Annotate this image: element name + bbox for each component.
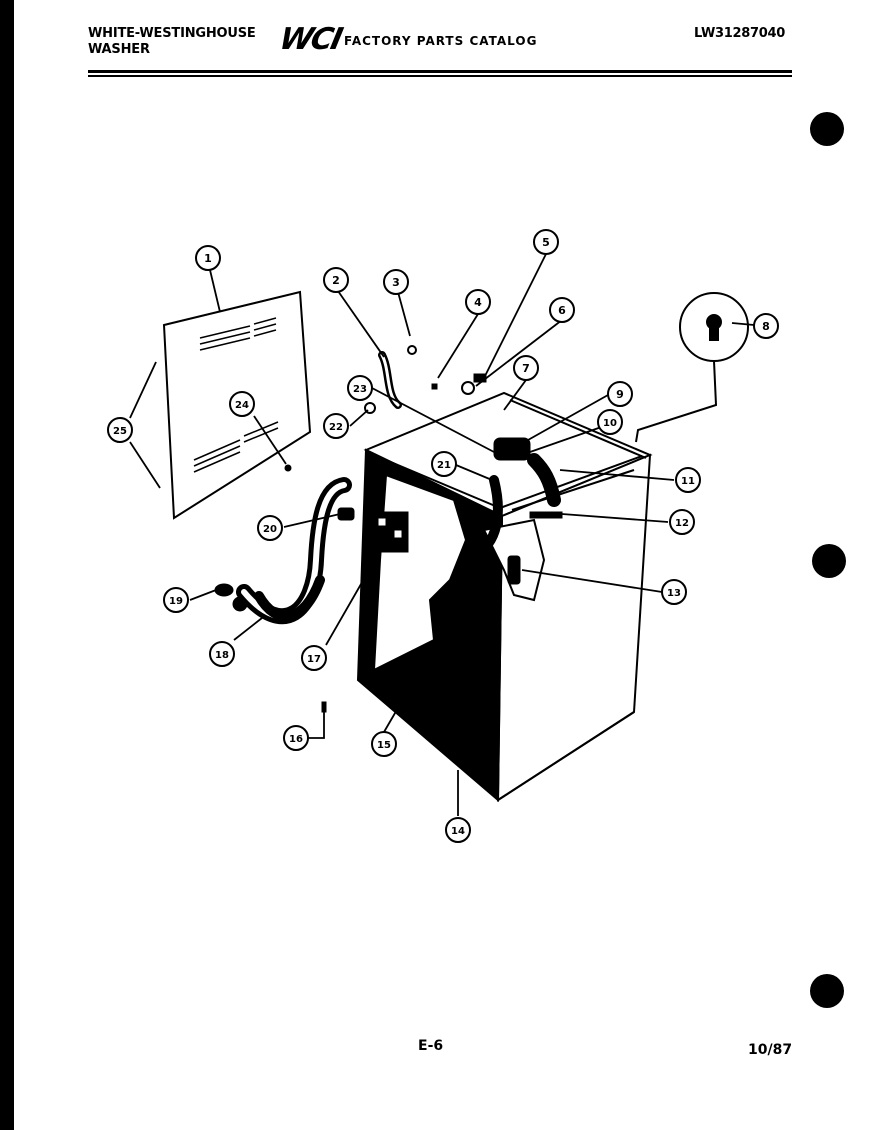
callout-circle-15 [371,731,397,757]
callout-circle-6 [549,297,575,323]
valve-inset [635,292,749,443]
callout-number-2: 2 [332,274,340,287]
punch-hole-top [810,112,844,146]
callout-circle-9 [607,381,633,407]
catalog-date: 10/87 [748,1042,793,1058]
punch-hole-bottom [810,974,844,1008]
brand-line-2: WASHER [88,42,150,57]
callout-circle-20 [257,515,283,541]
callout-circle-12 [669,509,695,535]
punch-hole-middle [812,544,846,578]
callout-circle-8 [753,313,779,339]
callout-number-20: 20 [263,524,277,535]
callout-number-14: 14 [451,826,465,837]
callout-circle-17 [301,645,327,671]
brand-line-1: WHITE-WESTINGHOUSE [88,26,256,41]
callout-number-24: 24 [235,400,249,411]
callout-number-11: 11 [681,476,695,487]
callout-number-8: 8 [762,320,770,333]
callout-number-1: 1 [204,252,212,265]
callout-circle-24 [229,391,255,417]
exploded-parts-diagram: 1234567891011121314151617181920212223242… [107,229,779,843]
small-parts [214,345,563,713]
header-rule-thin [88,75,792,77]
callout-number-15: 15 [377,740,391,751]
callout-number-16: 16 [289,734,303,745]
callout-number-13: 13 [667,588,681,599]
callout-circle-16 [283,725,309,751]
callout-circle-13 [661,579,687,605]
callout-circle-14 [445,817,471,843]
callout-circle-18 [209,641,235,667]
callout-circle-10 [597,409,623,435]
callout-number-4: 4 [474,296,482,309]
callout-number-6: 6 [558,304,566,317]
callout-circle-2 [323,267,349,293]
callout-circle-25 [107,417,133,443]
callout-circle-21 [431,451,457,477]
callout-circle-3 [383,269,409,295]
callout-circle-1 [195,245,221,271]
callout-circle-19 [163,587,189,613]
catalog-page: WHITE-WESTINGHOUSE WASHER WCI FACTORY PA… [14,0,880,1130]
page-number: E-6 [418,1038,444,1054]
callout-circle-4 [465,289,491,315]
catalog-title: FACTORY PARTS CATALOG [344,34,538,48]
callout-circle-11 [675,467,701,493]
callout-number-12: 12 [675,518,689,529]
callout-number-7: 7 [522,362,530,375]
callout-circle-23 [347,375,373,401]
callout-number-18: 18 [215,650,229,661]
header-rule-thick [88,70,792,73]
callout-circle-7 [513,355,539,381]
callout-number-21: 21 [437,460,451,471]
callout-circle-5 [533,229,559,255]
hose-drawing [236,351,561,625]
callout-number-9: 9 [616,388,624,401]
leader-lines [129,253,755,816]
callout-number-23: 23 [353,384,367,395]
callout-number-22: 22 [329,422,343,433]
callout-number-10: 10 [603,418,617,429]
model-number: LW31287040 [694,26,785,41]
callout-number-19: 19 [169,596,183,607]
callout-number-3: 3 [392,276,400,289]
scan-edge-strip [0,0,14,1130]
callout-number-5: 5 [542,236,550,249]
callout-number-25: 25 [113,426,127,437]
callout-number-17: 17 [307,654,321,665]
callout-circle-22 [323,413,349,439]
